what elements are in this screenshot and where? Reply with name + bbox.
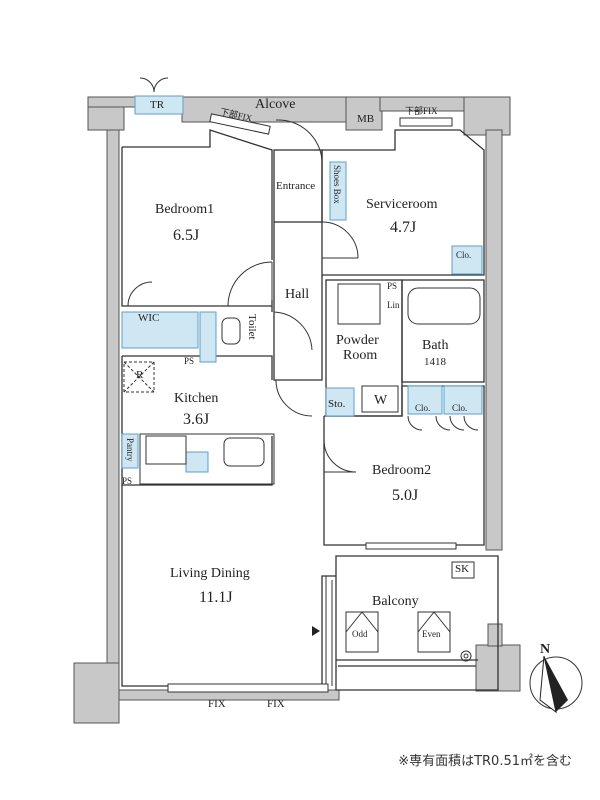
bedroom1-size: 6.5J [173,227,200,244]
pantry-label: Pantry [125,438,135,462]
alcove-label: Alcove [255,97,296,112]
door-swings [127,77,479,686]
fixture-details [123,283,481,662]
bedroom1-name: Bedroom1 [155,202,215,217]
serviceroom-name: Serviceroom [366,197,438,212]
north-label: N [540,642,551,657]
fix-lower-right-label: 下部FIX [405,106,438,116]
lin-label: Lin [387,300,400,310]
r-label: R [136,369,144,381]
fix-bottom-left-label: FIX [208,698,226,710]
balcony-name: Balcony [372,594,419,609]
mb-label: MB [357,113,375,125]
ps-left-label: PS [184,356,195,366]
area-footnote: ※専有面積はTR0.51㎡を含む [398,754,572,769]
sk-label: SK [455,563,470,575]
bedroom2-name: Bedroom2 [372,463,432,478]
living-dining-size: 11.1J [199,589,233,606]
north-arrow [529,655,583,714]
odd-label: Odd [352,629,368,639]
bath-name: Bath [422,338,449,353]
serviceroom-size: 4.7J [390,219,417,236]
even-label: Even [422,629,441,639]
windows [167,113,457,693]
clo-bed2-a-label: Clo. [415,403,431,413]
ps-right-label: PS [387,281,398,291]
kitchen-size: 3.6J [183,411,210,428]
outer-walls [73,96,521,724]
powder-room-line2: Room [343,348,378,363]
fix-bottom-right-label: FIX [267,698,285,710]
sto-label: Sto. [328,398,346,410]
shoes-box-label: Shoes Box [332,165,342,204]
w-label: W [374,393,388,408]
powder-room-line1: Powder [336,333,379,348]
entrance-arrow-icon [312,626,320,636]
clo-service-label: Clo. [456,250,472,260]
hall-label: Hall [285,287,310,302]
clo-bed2-b-label: Clo. [452,403,468,413]
wic-label: WIC [138,312,160,324]
living-dining-name: Living Dining [170,566,250,581]
fixtures [121,95,483,473]
kitchen-name: Kitchen [174,391,219,406]
tr-label: TR [150,99,165,111]
ps-kitchen-label: PS [122,476,133,486]
toilet-label: Toilet [246,314,258,340]
entrance-label: Entrance [276,180,316,192]
bedroom2-size: 5.0J [392,487,419,504]
bath-size: 1418 [424,356,446,368]
